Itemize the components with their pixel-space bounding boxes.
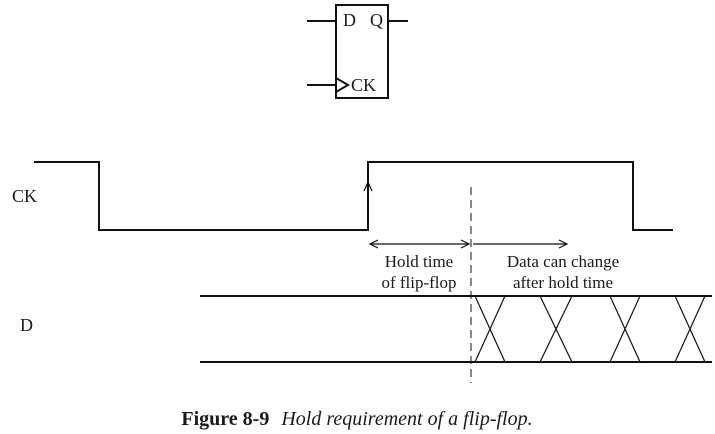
arrow-left-icon — [368, 239, 379, 249]
d-signal-label: D — [20, 315, 33, 335]
transition-cross — [674, 295, 706, 363]
arrow-right-icon — [558, 239, 569, 249]
rising-edge-arrow-icon — [363, 180, 373, 192]
data-transitions — [474, 295, 706, 363]
data-change-arrow — [473, 239, 569, 249]
ck-waveform — [34, 161, 673, 231]
hold-time-text-1: Hold time — [385, 252, 453, 271]
caption-text: Hold requirement of a flip-flop. — [280, 408, 532, 430]
clock-edge-icon — [335, 77, 350, 93]
caption-number: Figure 8-9 — [181, 408, 269, 430]
arrow-right-icon — [460, 239, 471, 249]
flip-flop-symbol: D Q CK — [307, 4, 408, 99]
transition-cross — [539, 295, 573, 363]
ff-q-label: Q — [370, 10, 383, 30]
flip-flop-box — [335, 4, 389, 99]
data-change-text-1: Data can change — [507, 252, 619, 271]
ck-signal-label: CK — [12, 186, 37, 206]
transition-cross — [609, 295, 641, 363]
ff-d-label: D — [343, 10, 356, 30]
transition-cross — [474, 295, 506, 363]
hold-time-text-2: of flip-flop — [381, 273, 456, 292]
figure-caption: Figure 8-9 Hold requirement of a flip-flo… — [181, 408, 532, 430]
hold-time-arrow — [368, 239, 471, 249]
data-change-text-2: after hold time — [513, 273, 613, 292]
ff-ck-label: CK — [351, 75, 376, 95]
